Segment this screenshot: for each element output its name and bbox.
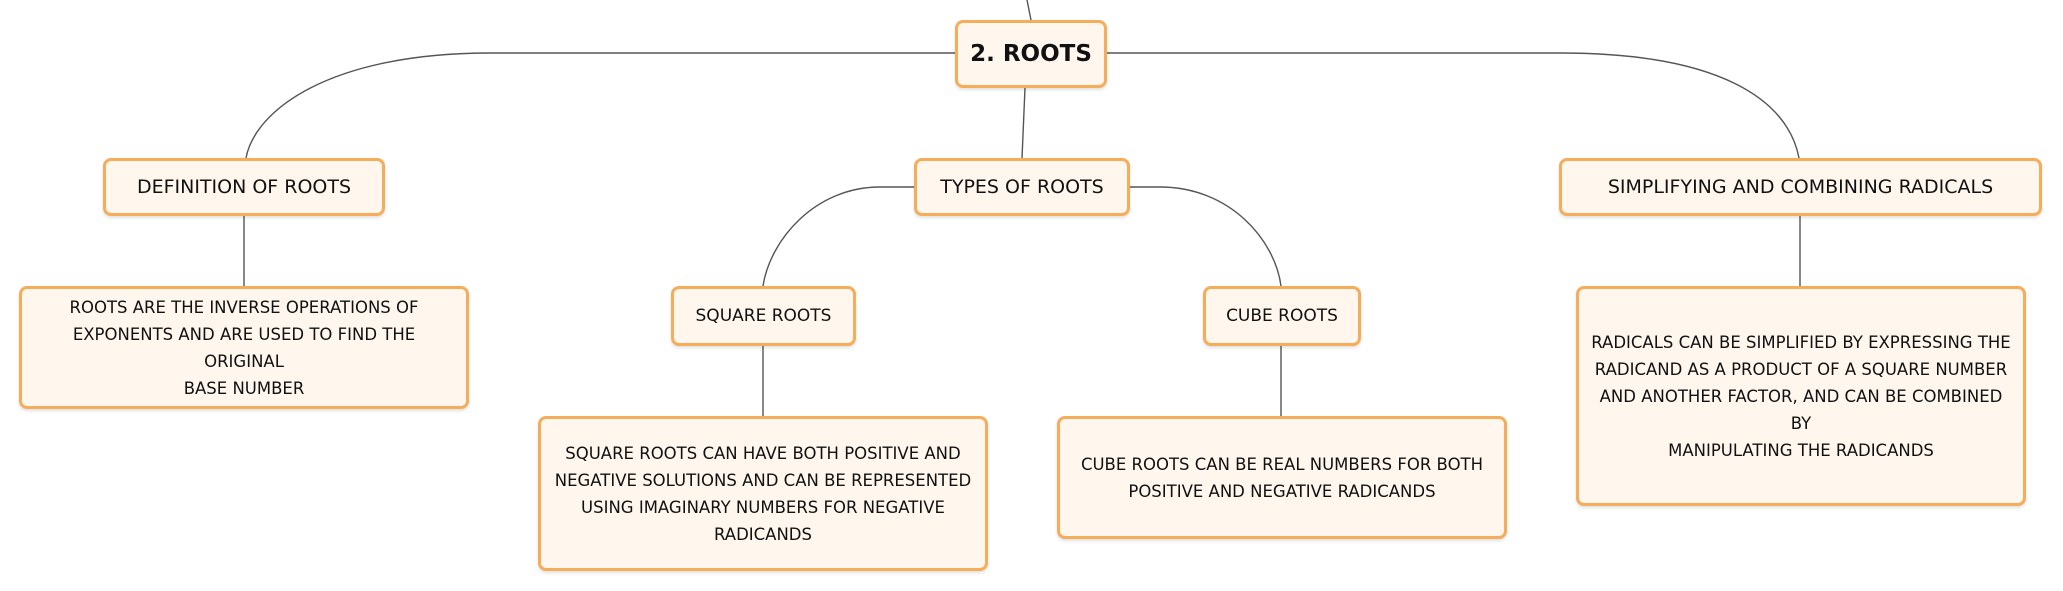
connector-root-to-types [1021, 87, 1026, 159]
square-roots-label: SQUARE ROOTS [695, 306, 832, 326]
node-square-roots-detail[interactable]: SQUARE ROOTS CAN HAVE BOTH POSITIVE AND … [538, 416, 988, 571]
simplifying-label: SIMPLIFYING AND COMBINING RADICALS [1607, 176, 1994, 198]
node-cube-roots[interactable]: CUBE ROOTS [1203, 286, 1361, 346]
connector-types-to-cube [1130, 186, 1282, 287]
connector-parent-to-root [1026, 0, 1032, 21]
node-types-of-roots[interactable]: TYPES OF ROOTS [914, 158, 1130, 216]
root-node-label: 2. ROOTS [970, 41, 1092, 67]
connector-root-to-definition [245, 52, 956, 159]
node-definition-detail[interactable]: ROOTS ARE THE INVERSE OPERATIONS OF EXPO… [19, 286, 469, 409]
node-cube-roots-detail[interactable]: CUBE ROOTS CAN BE REAL NUMBERS FOR BOTH … [1057, 416, 1507, 539]
definition-detail-text: ROOTS ARE THE INVERSE OPERATIONS OF EXPO… [69, 297, 419, 398]
node-simplifying-detail[interactable]: RADICALS CAN BE SIMPLIFIED BY EXPRESSING… [1576, 286, 2026, 506]
types-label: TYPES OF ROOTS [940, 176, 1104, 198]
node-simplifying-and-combining-radicals[interactable]: SIMPLIFYING AND COMBINING RADICALS [1559, 158, 2042, 216]
connector-root-to-simplifying [1106, 52, 1800, 159]
node-definition-of-roots[interactable]: DEFINITION OF ROOTS [103, 158, 385, 216]
cube-roots-label: CUBE ROOTS [1226, 306, 1338, 326]
root-node-roots[interactable]: 2. ROOTS [955, 20, 1107, 88]
node-square-roots[interactable]: SQUARE ROOTS [671, 286, 856, 346]
cube-roots-detail-text: CUBE ROOTS CAN BE REAL NUMBERS FOR BOTH … [1080, 454, 1484, 501]
connector-types-to-square [762, 186, 914, 287]
square-roots-detail-text: SQUARE ROOTS CAN HAVE BOTH POSITIVE AND … [554, 443, 972, 544]
simplifying-detail-text: RADICALS CAN BE SIMPLIFIED BY EXPRESSING… [1591, 332, 2011, 460]
definition-label: DEFINITION OF ROOTS [136, 176, 352, 198]
